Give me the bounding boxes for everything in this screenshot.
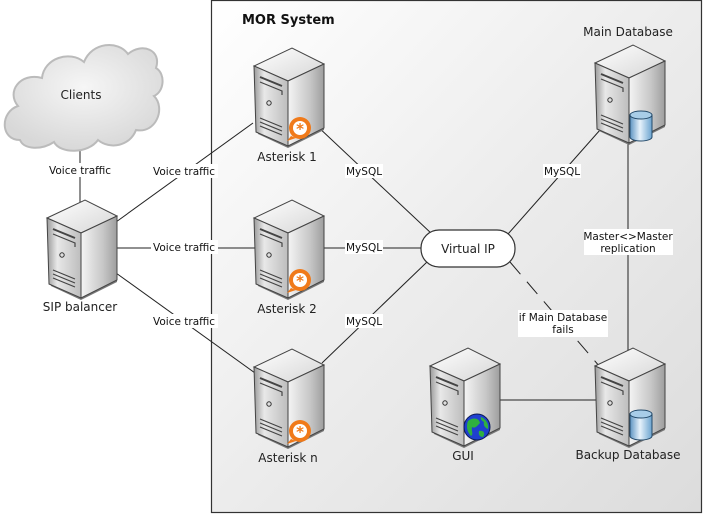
svg-text:*: * [296,120,304,138]
edge-label-mysql: MySQL [346,242,382,254]
edge-label-mysql: MySQL [544,166,580,178]
edge-label-mysql: MySQL [346,166,382,178]
node-label: Asterisk 2 [257,302,316,316]
node-label: Asterisk 1 [257,150,316,164]
node-main-database: Main Database [583,25,673,146]
node-label: Asterisk n [258,451,317,465]
node-sip-balancer: SIP balancer [43,199,118,314]
edge-label-voice-traffic: Voice traffic [49,165,111,177]
database-icon [629,110,653,142]
edge-asteriskn-vip [321,261,428,364]
cloud-icon [3,43,164,152]
edge-vip-maindb [507,129,601,235]
edge-label-voice-traffic: Voice traffic [153,166,215,178]
node-clients: Clients [3,43,164,152]
edge-asterisk1-vip [315,124,433,235]
svg-text:*: * [296,423,304,441]
node-gui: GUI [429,347,501,463]
database-icon [629,409,653,441]
node-label: Virtual IP [441,242,495,256]
node-label: Main Database [583,25,673,39]
node-label: Clients [61,88,102,102]
node-asterisk-n: * Asterisk n [253,348,325,465]
node-label: Backup Database [575,448,680,462]
node-label: SIP balancer [43,300,117,314]
edge-vip-backupdb [509,261,601,368]
server-icon [253,348,325,450]
system-title: MOR System [242,13,335,28]
node-virtual-ip: Virtual IP [420,229,516,268]
node-asterisk-2: * Asterisk 2 [253,199,325,316]
server-icon [253,199,325,301]
globe-icon [463,413,491,441]
asterisk-icon: * [287,117,311,141]
edge-label-voice-traffic: Voice traffic [153,316,215,328]
svg-text:*: * [296,272,304,290]
asterisk-icon: * [287,269,311,293]
edges [79,122,629,401]
edge-labels: Voice traffic Voice traffic Voice traffi… [47,163,673,337]
server-icon [46,199,118,301]
edge-label-mysql: MySQL [346,316,382,328]
node-backup-database: Backup Database [575,347,681,462]
edge-label-failover: fails [552,324,573,336]
node-label: GUI [452,449,474,463]
server-icon [253,47,325,149]
asterisk-icon: * [287,420,311,444]
edge-label-replication: Master<>Master [583,231,673,243]
edge-label-replication: replication [600,243,655,255]
edge-label-voice-traffic: Voice traffic [153,242,215,254]
edge-label-failover: if Main Database [519,312,607,324]
node-asterisk-1: * Asterisk 1 [253,47,325,164]
